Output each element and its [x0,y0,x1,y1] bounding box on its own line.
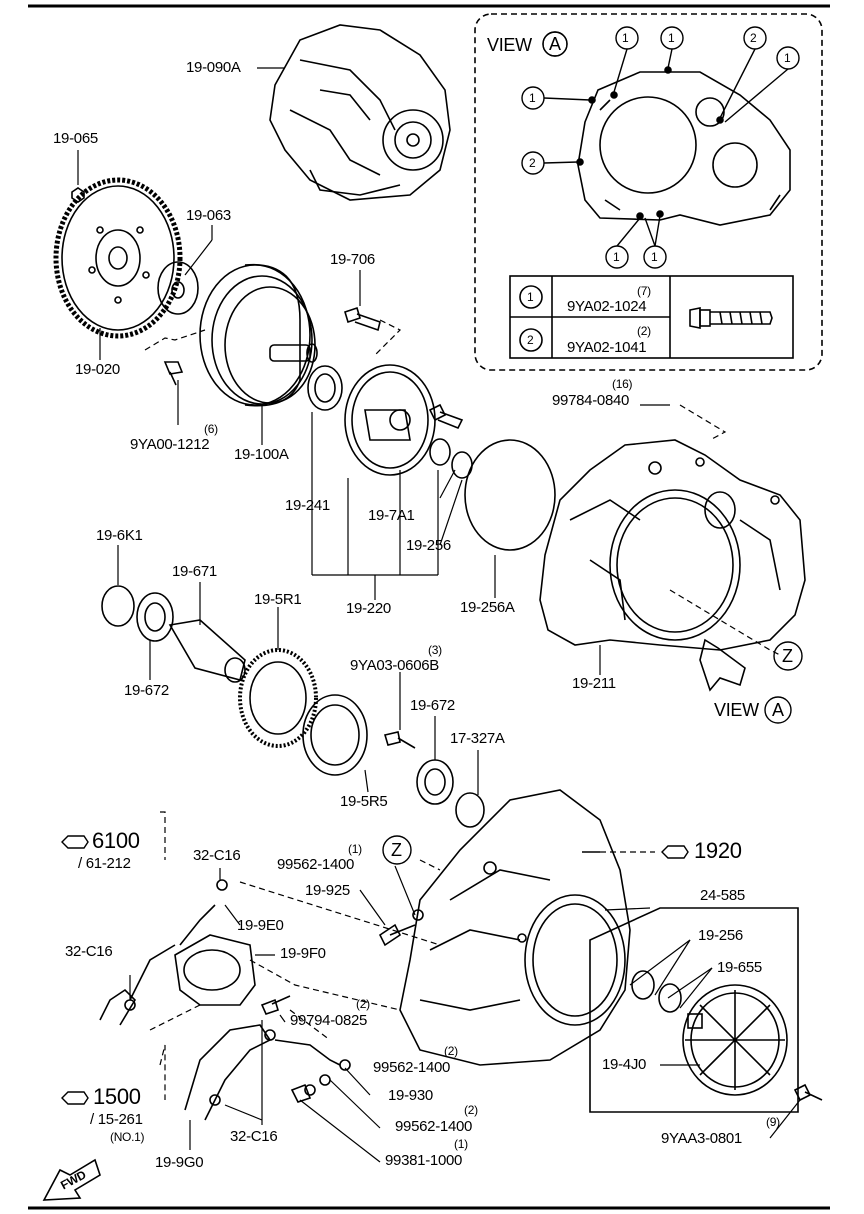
z-letter-housing: Z [782,646,793,666]
label-99562-1400-b: 99562-1400 [373,1059,451,1076]
qty-99381-1000: (1) [454,1137,468,1151]
view-a-title-letter: A [549,34,561,54]
label-32-C16-left: 32-C16 [65,943,113,960]
label-19-9E0: 19-9E0 [237,917,284,934]
drive-plate-drawing [157,261,199,315]
small-bolts-drawing [163,306,464,430]
ref-6100-sub: / 61-212 [78,855,131,872]
reference-pointers [61,835,689,1105]
view-a-arrow-word: VIEW [714,700,759,720]
label-19-211: 19-211 [572,675,616,692]
label-19-100A: 19-100A [234,446,289,463]
view-a-arrow-letter: A [772,700,784,720]
view-direction-arrow [699,638,746,692]
label-32-C16-bottom: 32-C16 [230,1128,278,1145]
torque-converter-drawing [199,263,318,407]
qty-99794-0825: (2) [356,997,370,1011]
label-17-327A: 17-327A [450,730,505,747]
bolt-table-part-1: 9YA02-1024 [567,298,647,315]
reference-circles [382,31,803,865]
transaxle-assembly-drawing [269,24,451,201]
label-19-9F0: 19-9F0 [280,945,326,962]
view-a-title-word: VIEW [487,35,532,55]
qty-9YA00-1212: (6) [204,422,218,436]
oil-cooler-drawing [99,879,424,1121]
label-19-672-right: 19-672 [410,697,455,714]
bolt-table-key-2: 2 [527,333,534,347]
label-19-241: 19-241 [285,497,330,514]
z-letter-case: Z [391,840,402,860]
qty-99562-1400-b: (2) [444,1044,458,1058]
label-19-256-upper: 19-256 [406,537,451,554]
view-a-housing-drawing [576,66,791,226]
label-19-256-lower: 19-256 [698,927,743,944]
label-99784-0840: 99784-0840 [552,392,630,409]
label-19-7A1: 19-7A1 [368,507,415,524]
leader-lines [77,67,801,1163]
bolt-table-qty-2: (2) [637,324,651,338]
ref-6100[interactable]: 6100 [92,828,140,853]
label-9YAA3-0801: 9YAA3-0801 [661,1130,742,1147]
dashed-guides [144,319,781,1100]
callout-1-b: 1 [668,31,675,45]
label-19-930: 19-930 [388,1087,433,1104]
qty-99562-1400-c: (2) [464,1103,478,1117]
view-a-frame [474,13,823,371]
side-cover-drawing [589,907,823,1113]
callout-1-e: 1 [613,250,620,264]
label-19-065: 19-065 [53,130,98,147]
transmission-case-drawing [399,789,631,1066]
label-19-5R5: 19-5R5 [340,793,388,810]
label-19-655: 19-655 [717,959,762,976]
callout-1-c: 1 [784,51,791,65]
ref-1920[interactable]: 1920 [694,838,742,863]
label-19-9G0: 19-9G0 [155,1154,204,1171]
callout-1-a: 1 [622,31,629,45]
label-32-C16-top: 32-C16 [193,847,241,864]
label-19-063: 19-063 [186,207,231,224]
ref-1500-sub: / 15-261 [90,1111,143,1128]
bolt-table-part-2: 9YA02-1041 [567,339,647,356]
differential-parts-drawing [101,585,485,828]
flywheel-drawing [53,177,183,339]
label-24-585: 24-585 [700,887,745,904]
label-19-020: 19-020 [75,361,120,378]
label-99794-0825: 99794-0825 [290,1012,368,1029]
label-19-671: 19-671 [172,563,217,580]
label-19-925: 19-925 [305,882,350,899]
oil-pump-drawing [307,364,556,551]
callout-1-d: 1 [529,91,536,105]
ref-1500[interactable]: 1500 [93,1084,141,1109]
label-19-672-left: 19-672 [124,682,169,699]
qty-9YA03-0606B: (3) [428,643,442,657]
bolt-table-key-1: 1 [527,290,534,304]
label-9YA00-1212: 9YA00-1212 [130,436,210,453]
qty-9YAA3-0801: (9) [766,1115,780,1129]
callout-2-a: 2 [750,31,757,45]
label-99562-1400-a: 99562-1400 [277,856,355,873]
label-99562-1400-c: 99562-1400 [395,1118,473,1135]
label-19-6K1: 19-6K1 [96,527,143,544]
label-19-4J0: 19-4J0 [602,1056,647,1073]
callout-1-f: 1 [651,250,658,264]
label-99381-1000: 99381-1000 [385,1152,463,1169]
ref-1500-note: (NO.1) [110,1130,145,1144]
qty-99784-0840: (16) [612,377,633,391]
label-19-256A: 19-256A [460,599,515,616]
label-19-706: 19-706 [330,251,375,268]
label-9YA03-0606B: 9YA03-0606B [350,657,439,674]
bolt-table-qty-1: (7) [637,284,651,298]
callout-2-b: 2 [529,156,536,170]
view-a-callouts [521,26,800,269]
label-19-220: 19-220 [346,600,391,617]
converter-housing-drawing [539,439,806,651]
bolt-table-grid [509,275,794,359]
label-19-5R1: 19-5R1 [254,591,302,608]
fwd-arrow [42,1158,101,1201]
label-19-090A: 19-090A [186,59,241,76]
qty-99562-1400-a: (1) [348,842,362,856]
